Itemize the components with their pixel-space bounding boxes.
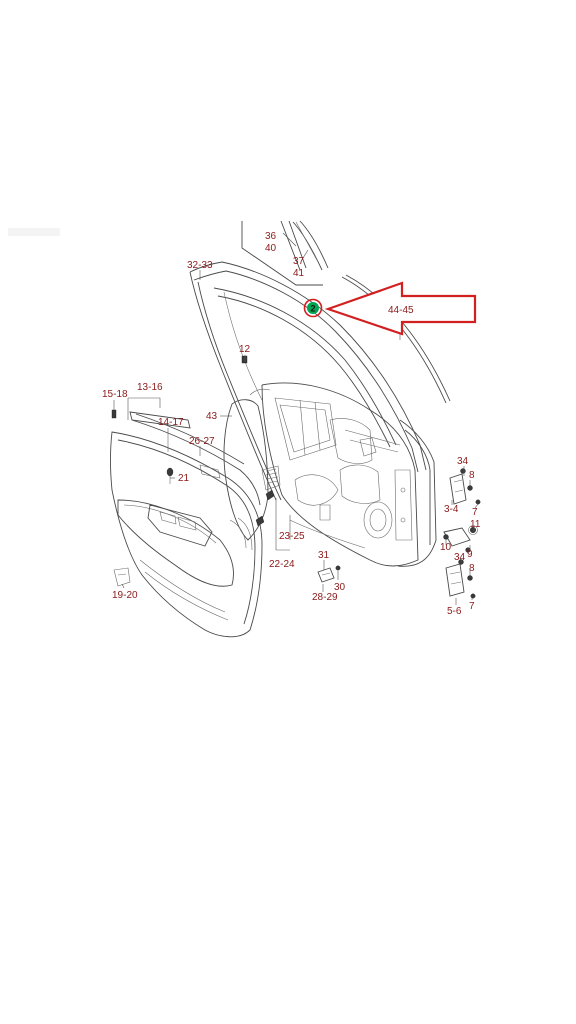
label-5-6: 5-6	[447, 606, 462, 617]
label-8-upper: 8	[469, 470, 475, 481]
label-28-29: 28-29	[312, 592, 338, 603]
label-19-20: 19-20	[112, 590, 138, 601]
callout-arrow	[324, 281, 477, 336]
label-36: 36	[265, 231, 277, 242]
part-labels: 36 40 37 41 32-33 44-45 12 15-18 13-16 1…	[102, 231, 481, 617]
label-8-lower: 8	[469, 563, 475, 574]
label-22-24: 22-24	[269, 559, 295, 570]
label-15-18: 15-18	[102, 389, 128, 400]
callout-number: 2	[310, 304, 315, 314]
callout-ring	[303, 298, 323, 318]
label-10: 10	[440, 542, 452, 553]
label-23-25: 23-25	[279, 531, 305, 542]
label-37: 37	[293, 256, 305, 267]
label-30: 30	[334, 582, 346, 593]
label-34-lower: 34	[454, 552, 466, 563]
upper-hinge	[449, 468, 481, 505]
label-7-lower: 7	[469, 601, 475, 612]
label-7-upper: 7	[472, 507, 478, 518]
label-13-16: 13-16	[137, 382, 163, 393]
label-11: 11	[470, 519, 481, 530]
label-41: 41	[293, 268, 305, 279]
callout-circle	[307, 302, 319, 314]
door-trim-panel	[110, 431, 263, 638]
label-12: 12	[239, 344, 251, 355]
label-26-27: 26-27	[189, 436, 215, 447]
label-44-45: 44-45	[388, 305, 414, 316]
door-weatherstrip	[131, 413, 261, 506]
lower-hinge	[445, 559, 476, 599]
label-14-17: 14-17	[158, 417, 184, 428]
label-34-upper: 34	[457, 456, 469, 467]
scan-artifact	[8, 228, 60, 236]
door-check-parts	[443, 525, 478, 553]
label-43: 43	[206, 411, 218, 422]
label-21: 21	[178, 473, 190, 484]
highlight-callout: 2	[303, 281, 477, 336]
label-32-33: 32-33	[187, 260, 213, 271]
label-9: 9	[467, 549, 473, 560]
window-channel-inset	[241, 220, 329, 286]
label-40: 40	[265, 243, 277, 254]
label-3-4: 3-4	[444, 504, 459, 515]
label-31: 31	[318, 550, 330, 561]
